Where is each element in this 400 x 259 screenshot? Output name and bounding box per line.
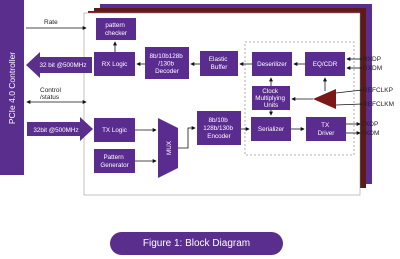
decoder-label: 8b/10b128b /130b Decoder: [149, 53, 184, 75]
refclkm-label: REFCLKM: [363, 101, 394, 108]
tx-bus-arrow: [27, 117, 93, 141]
serializer-block: [251, 117, 291, 141]
pcie-controller-bar: [0, 0, 24, 175]
rx-bus-arrow: [26, 52, 92, 78]
figure-caption: Figure 1: Block Diagram: [110, 232, 283, 255]
eq-cdr-label: EQ/CDR: [313, 61, 338, 68]
refclkp-label: REFCLKP: [363, 87, 393, 94]
eq-cdr-block: [305, 52, 345, 76]
pcie-controller-label: PCIe 4.0 Controller: [7, 52, 17, 124]
encoder-label: 8b/10b 128b/130b Encoder: [203, 117, 235, 140]
deserializer-block: [252, 52, 292, 76]
tx-logic-block: [94, 118, 135, 142]
txdm-label: TXDM: [361, 130, 379, 137]
tx-driver-label: TX Driver: [318, 122, 335, 137]
deserializer-label: Deserilizer: [257, 61, 287, 68]
mux-block: [158, 118, 178, 178]
rate-label: Rate: [44, 19, 58, 26]
mux-to-encoder-arrow: [178, 126, 196, 149]
tx-logic-label: TX Logic: [102, 127, 127, 134]
rxdp-label: RXDP: [363, 56, 381, 63]
pattern-checker-block: [96, 18, 136, 40]
mux-label: MUX: [166, 140, 173, 155]
pattern-checker-label: pattern checker: [105, 22, 127, 37]
txdp-label: TXDP: [361, 121, 378, 128]
refclkm-line: [335, 103, 363, 106]
rx-bus-label: 32 bit @500MHz: [40, 62, 87, 69]
cmu-label: Clock Multiplying Units: [255, 88, 287, 109]
pattern-generator-label: Pattern Generator: [100, 154, 128, 169]
cmu-block: [252, 86, 290, 110]
decoder-block: [145, 47, 189, 79]
status-label: /status: [40, 94, 60, 101]
serializer-label: Serializer: [258, 126, 284, 133]
analog-region: [244, 41, 355, 156]
refclkp-line: [335, 89, 363, 94]
elastic-buffer-block: [200, 51, 238, 76]
control-label: Control: [40, 87, 62, 94]
refclk-buffer-triangle: [313, 89, 336, 109]
rx-logic-label: RX Logic: [102, 61, 128, 68]
rx-logic-block: [94, 52, 135, 76]
pattern-generator-block: [94, 149, 135, 173]
elastic-buffer-label: Elastic Buffer: [209, 56, 229, 71]
tx-bus-label: 32bit @500MHz: [33, 127, 78, 134]
encoder-block: [197, 111, 241, 145]
rxdm-label: RXDM: [363, 65, 382, 72]
tx-driver-block: [306, 117, 346, 141]
